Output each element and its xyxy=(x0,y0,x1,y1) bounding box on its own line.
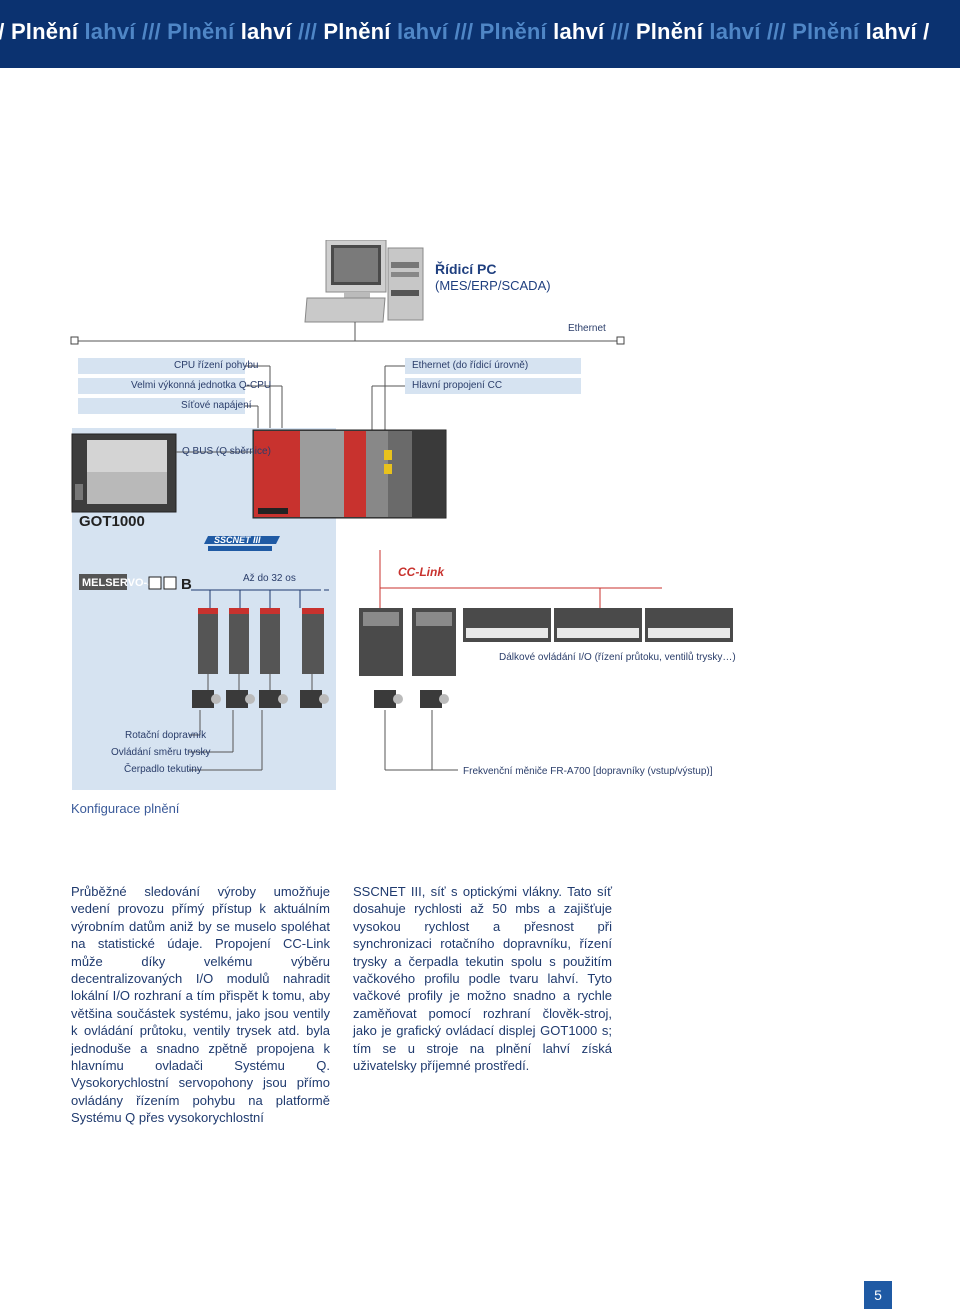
banner-segment: lahví xyxy=(553,19,611,44)
banner-segment: Plnění xyxy=(792,19,866,44)
remote-io-label: Dálkové ovládání I/O (řízení průtoku, ve… xyxy=(499,652,736,663)
power-supply-label: Síťové napájení xyxy=(181,400,252,411)
melservo-logo-box xyxy=(79,574,127,590)
melservo-logo: MELSERVO-J3 xyxy=(82,577,159,589)
banner-title: // Plnění lahví /// Plnění lahví /// Pln… xyxy=(0,19,929,45)
axes-label: Až do 32 os xyxy=(243,573,296,584)
rotary-conveyor-label: Rotační dopravník xyxy=(125,730,207,741)
got1000-panel-icon xyxy=(71,433,177,513)
body-column-2: SSCNET III, síť s optickými vlákny. Tato… xyxy=(353,884,612,1074)
banner-segment: Plnění xyxy=(323,19,397,44)
inverter-label: Frekvenční měniče FR-A700 [dopravníky (v… xyxy=(463,766,713,777)
sscnet-logo: SSCNET III xyxy=(204,535,280,551)
banner-segment: /// xyxy=(610,19,636,44)
servo-amplifiers xyxy=(198,608,324,674)
pc-subtitle: (MES/ERP/SCADA) xyxy=(435,278,551,293)
banner-segment: Plnění xyxy=(167,19,241,44)
svg-text:SSCNET III: SSCNET III xyxy=(214,535,261,545)
fluid-pump-label: Čerpadlo tekutiny xyxy=(124,764,202,775)
banner-segment: lahví /// xyxy=(709,19,793,44)
page-number: 5 xyxy=(864,1281,892,1309)
svg-text:B: B xyxy=(181,576,192,593)
remote-io-modules xyxy=(463,608,733,642)
nozzle-direction-label: Ovládání směru trysky xyxy=(111,747,211,758)
frequency-inverters xyxy=(359,608,456,676)
cc-main-label: Hlavní propojení CC xyxy=(412,380,503,391)
pc-computer-icon xyxy=(304,240,424,323)
header-banner: // Plnění lahví /// Plnění lahví /// Pln… xyxy=(0,0,960,68)
banner-segment: // xyxy=(0,19,11,44)
q-cpu-label: Velmi výkonná jednotka Q-CPU xyxy=(131,380,272,391)
body-column-1: Průběžné sledování výroby umožňuje veden… xyxy=(71,884,330,1126)
figure-caption: Konfigurace plnění xyxy=(71,801,180,816)
banner-segment: Plnění xyxy=(10,19,85,44)
cclink-logo: CC-Link xyxy=(398,565,444,579)
got1000-logo: GOT1000 xyxy=(79,513,145,530)
ethernet-control-label: Ethernet (do řídicí úrovně) xyxy=(412,360,529,371)
banner-segment: /// xyxy=(298,19,324,44)
banner-segment: Plnění xyxy=(635,19,710,44)
servo-motors xyxy=(192,674,329,708)
bottle-filling-diagram: GOT1000 SSCNET III MELSERVO-J3 B xyxy=(0,240,960,800)
ethernet-label: Ethernet xyxy=(568,323,606,334)
banner-segment: lahví xyxy=(240,19,299,44)
banner-segment: lahví /// xyxy=(396,19,480,44)
qbus-label: Q BUS (Q sběrnice) xyxy=(182,446,271,457)
diagram-graphics: GOT1000 SSCNET III MELSERVO-J3 B xyxy=(70,240,733,790)
q-series-plc-rack xyxy=(252,429,447,519)
banner-segment: lahví /// xyxy=(84,19,168,44)
banner-segment: lahví / xyxy=(865,19,930,44)
pc-title: Řídicí PC xyxy=(435,261,497,277)
banner-segment: Plnění xyxy=(479,19,554,44)
cpu-motion-label: CPU řízení pohybu xyxy=(174,360,259,371)
